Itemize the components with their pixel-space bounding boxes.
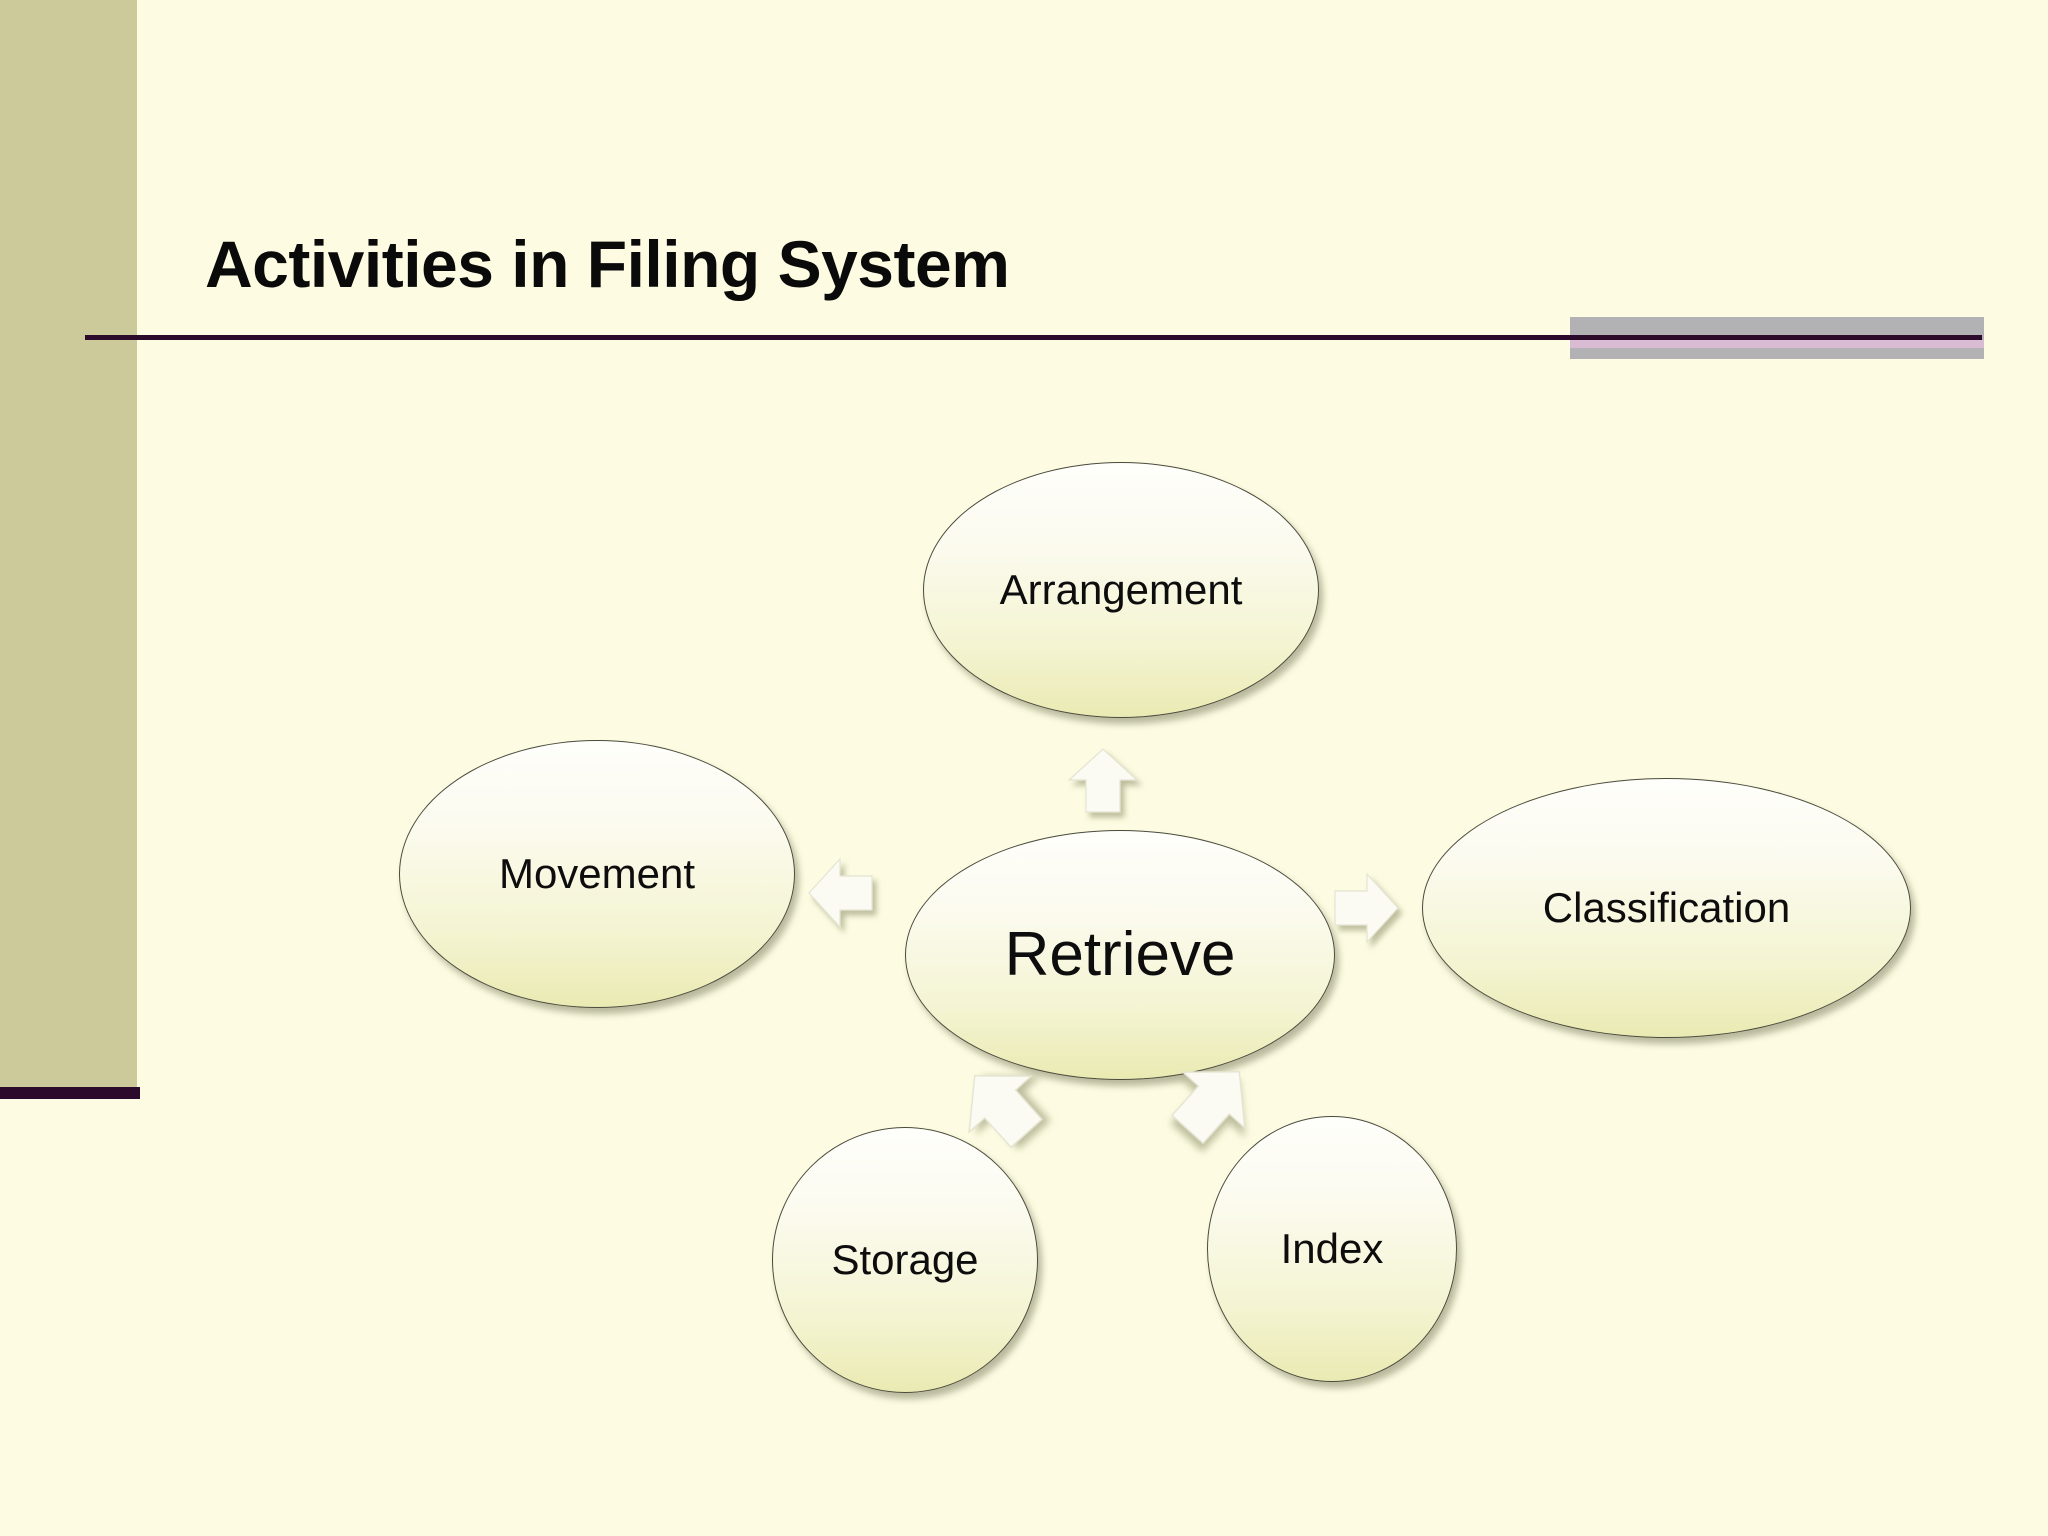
diagram-node-label: Classification — [1542, 883, 1791, 931]
diagram-node-movement[interactable]: Movement — [399, 740, 795, 1008]
diagram-node-label: Movement — [498, 849, 696, 897]
diagram-node-arrangement[interactable]: Arrangement — [923, 462, 1319, 718]
diagram-node-index[interactable]: Index — [1207, 1116, 1457, 1382]
diagram-node-label: Storage — [831, 1235, 979, 1283]
arrow-left-icon — [808, 857, 874, 929]
diagram-node-retrieve[interactable]: Retrieve — [905, 830, 1335, 1080]
arrow-up-icon — [1067, 748, 1139, 814]
diagram-node-label: Index — [1280, 1224, 1384, 1272]
left-sidebar-band — [0, 0, 137, 1087]
arrow-up-left-icon — [958, 1062, 1044, 1149]
arrow-up-right-icon — [1170, 1058, 1256, 1145]
title-rule-accent-pink-line — [1570, 340, 1984, 348]
diagram-node-label: Arrangement — [999, 565, 1243, 613]
arrow-right-icon — [1333, 872, 1399, 944]
diagram-center-label: Retrieve — [1004, 920, 1236, 990]
title-rule — [85, 335, 1982, 340]
left-sidebar-foot-bar — [0, 1087, 140, 1099]
diagram-node-storage[interactable]: Storage — [772, 1127, 1038, 1393]
diagram-node-classification[interactable]: Classification — [1422, 778, 1911, 1038]
page-title: Activities in Filing System — [205, 227, 1010, 302]
